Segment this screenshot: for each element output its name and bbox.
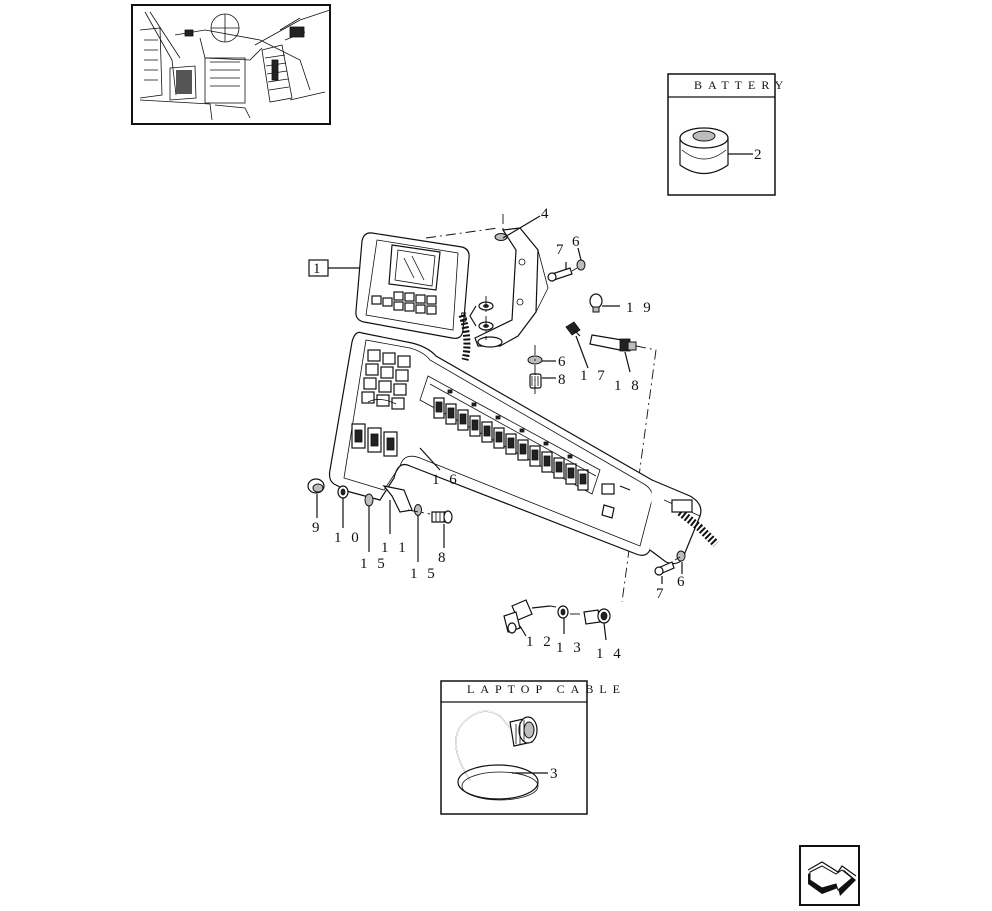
callout-2: 2 — [754, 147, 765, 163]
mounting-bracket — [474, 214, 549, 348]
ignition-switch-12 — [503, 599, 557, 634]
callout-6-mid: 6 — [558, 354, 569, 370]
bulb-19 — [589, 293, 603, 313]
display-monitor — [355, 227, 499, 339]
battery-part-image — [679, 127, 729, 175]
screw-top — [547, 259, 586, 282]
callout-11: 1 1 — [381, 540, 409, 556]
callout-6-bottom: 6 — [677, 574, 688, 590]
laptop-cable-image — [455, 710, 539, 801]
callout-12: 1 2 — [526, 634, 554, 650]
ref-box-label: 1 — [313, 261, 324, 277]
screw-8 — [431, 510, 453, 524]
laptop-cable-title: LAPTOP CABLE — [467, 682, 626, 696]
screw-bottom-right — [654, 550, 686, 576]
callout-9-left: 9 — [312, 520, 323, 536]
callout-17: 1 7 — [580, 368, 608, 384]
lock-14 — [570, 608, 611, 625]
callout-8-mid: 8 — [558, 372, 569, 388]
callout-15-left: 1 5 — [360, 556, 388, 572]
callout-16: 1 6 — [432, 472, 460, 488]
callout-15-right: 1 5 — [410, 566, 438, 582]
washer-15-left — [364, 493, 374, 507]
callout-5: 5 — [460, 310, 471, 326]
connector-18 — [589, 334, 637, 352]
callout-3: 3 — [550, 766, 561, 782]
callout-13: 1 3 — [556, 640, 584, 656]
callout-7-bottom: 7 — [656, 586, 667, 602]
callout-4: 4 — [541, 206, 552, 222]
callout-18: 1 8 — [614, 378, 642, 394]
bracket-11 — [382, 485, 413, 513]
nut-10 — [337, 485, 349, 499]
tractor-cab-overview-image — [131, 4, 331, 125]
battery-inset: BATTERY 2 — [667, 73, 789, 196]
switch-17 — [565, 321, 581, 337]
nut-13 — [557, 605, 569, 619]
callout-6-top: 6 — [572, 234, 583, 250]
callout-19: 1 9 — [626, 300, 654, 316]
callout-7-top: 7 — [556, 242, 567, 258]
knob-9 — [307, 478, 325, 494]
battery-title: BATTERY — [694, 78, 789, 92]
control-console — [328, 313, 719, 565]
callout-8-bottom: 8 — [438, 550, 449, 566]
nut-6-cap-8 — [527, 345, 543, 394]
washers-5 — [478, 296, 494, 340]
next-page-arrow-icon[interactable] — [799, 845, 860, 906]
callout-14: 1 4 — [596, 646, 624, 662]
callout-10: 1 0 — [334, 530, 362, 546]
laptop-cable-inset: LAPTOP CABLE 3 — [440, 680, 626, 815]
washer-15-right — [414, 504, 422, 516]
